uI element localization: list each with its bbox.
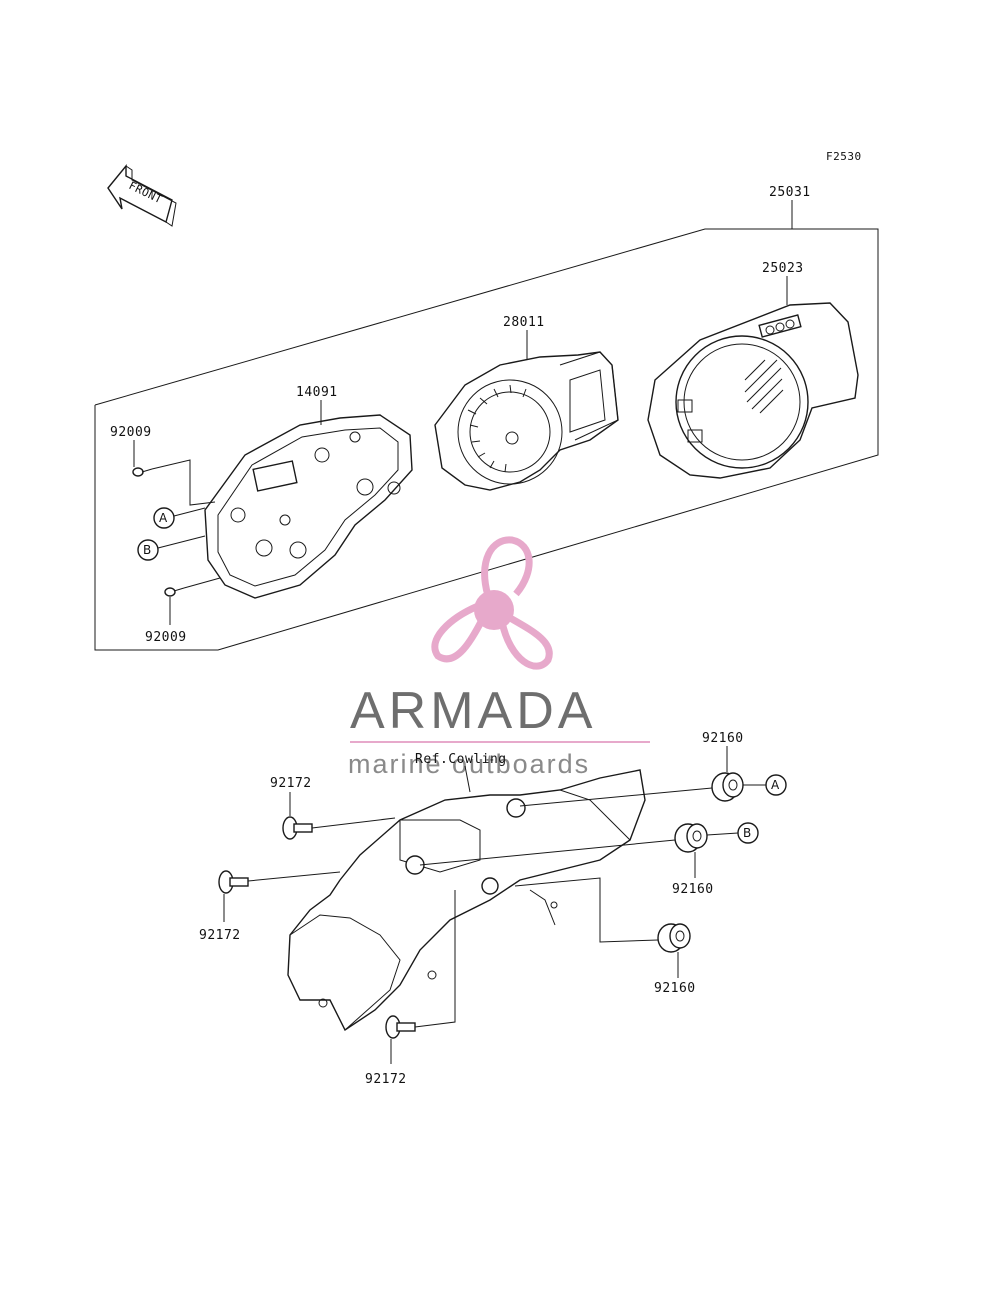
bolt-3: [385, 890, 456, 1064]
bolt-1: [282, 792, 396, 840]
figure-code: F2530: [826, 150, 862, 163]
part-number-25031: 25031: [769, 185, 811, 200]
front-arrow-icon: FRONT: [107, 164, 177, 227]
part-number-92160-b: 92160: [672, 882, 714, 897]
cowling-bracket: [287, 769, 646, 1032]
part-number-92160-a: 92160: [702, 731, 744, 746]
part-number-92160-c: 92160: [654, 981, 696, 996]
svg-text:A: A: [771, 778, 780, 792]
callout-a-left: A: [153, 507, 206, 529]
part-number-14091: 14091: [296, 385, 338, 400]
callout-b-right: B: [737, 822, 759, 844]
watermark-title: ARMADA: [350, 682, 596, 740]
svg-text:A: A: [159, 511, 168, 525]
grommet-b: [419, 823, 739, 878]
part-number-92009-top: 92009: [110, 425, 152, 440]
watermark-subtitle: marine outboards: [348, 749, 590, 779]
callout-b-left: B: [137, 535, 206, 561]
callout-a-right: A: [765, 774, 787, 796]
bolt-2: [218, 870, 341, 922]
meter-unit: [434, 330, 619, 491]
part-number-92172-1: 92172: [270, 776, 312, 791]
armada-logo: ARMADA marine outboards: [348, 536, 650, 779]
svg-text:B: B: [143, 543, 151, 557]
screw-top: [132, 440, 216, 506]
part-number-25023: 25023: [762, 261, 804, 276]
grommet-c: [514, 877, 691, 978]
svg-text:B: B: [743, 826, 751, 840]
propeller-icon: [431, 536, 553, 670]
part-number-92172-3: 92172: [365, 1072, 407, 1087]
part-number-92172-2: 92172: [199, 928, 241, 943]
assembly-outline: [94, 200, 879, 651]
ref-cowling-note: Ref.Cowling: [415, 752, 507, 767]
lower-case: [204, 400, 413, 599]
grommet-a: [519, 746, 766, 807]
part-number-92009-bottom: 92009: [145, 630, 187, 645]
screw-bottom: [164, 577, 221, 625]
meter-case: [647, 276, 859, 479]
part-number-28011: 28011: [503, 315, 545, 330]
